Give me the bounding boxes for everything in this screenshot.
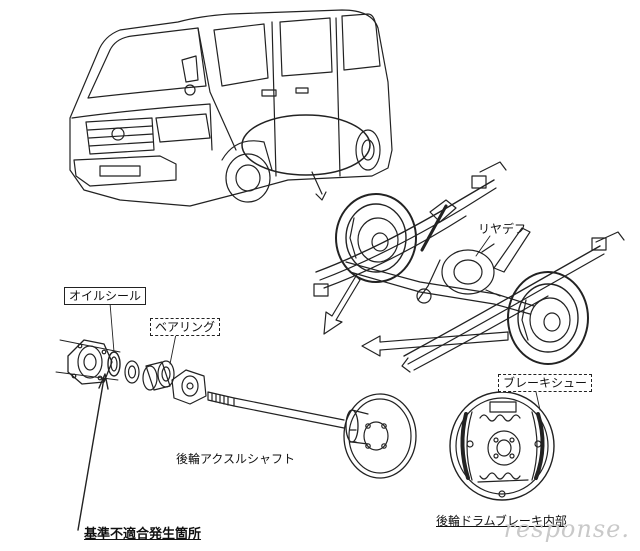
drum-brake-internal bbox=[449, 391, 555, 501]
watermark-logo: response. bbox=[503, 515, 630, 543]
bearing-label: ベアリング bbox=[150, 318, 221, 336]
exploded-axle-shaft bbox=[55, 339, 417, 479]
oil-seal-label: オイルシール bbox=[64, 287, 147, 305]
nonconformity-location-label: 基準不適合発生箇所 bbox=[84, 527, 202, 542]
pointer-arrows bbox=[323, 275, 509, 357]
drum-brake-internal-label: 後輪ドラムブレーキ内部 bbox=[436, 514, 567, 528]
rear-axle-shaft-label: 後輪アクスルシャフト bbox=[176, 452, 296, 466]
rear-diff-label: リヤデフ bbox=[478, 222, 527, 236]
brake-shoe-label: ブレーキシュー bbox=[498, 374, 593, 392]
van-illustration bbox=[69, 9, 393, 207]
label-leaders bbox=[77, 302, 177, 531]
rear-axle-assembly bbox=[313, 161, 625, 373]
